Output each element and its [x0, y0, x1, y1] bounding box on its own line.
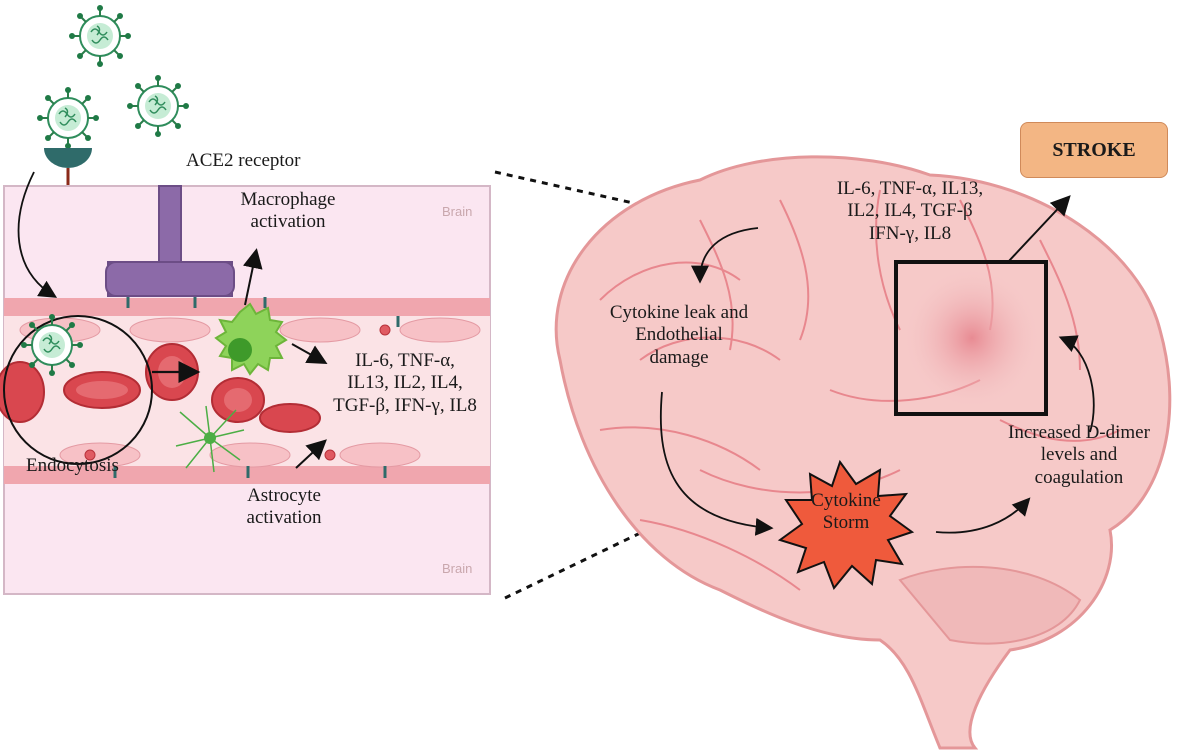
entry-arrow: [17, 171, 58, 298]
virus-icon: [126, 74, 190, 138]
brain-tag-bottom: Brain: [442, 561, 473, 576]
vessel-cytokines-label: IL-6, TNF-α,IL13, IL2, IL4,TGF-β, IFN-γ,…: [333, 350, 477, 416]
stroke-label: STROKE: [1052, 138, 1136, 161]
ace2-binding-cup: [44, 148, 92, 168]
cytokine-storm-burst: [777, 459, 915, 590]
stroke-arrow: [1007, 195, 1071, 263]
brain-illustration: [554, 155, 1172, 750]
virus-icon: [68, 4, 132, 68]
brain-tag-top: Brain: [442, 204, 473, 219]
leak-arrow: [691, 227, 759, 284]
stroke-region-box: [894, 260, 1048, 416]
cytokine-release-arrow: [291, 343, 328, 364]
endocytosis-label: Endocytosis: [26, 455, 119, 476]
astrocyte-arrow: [295, 439, 327, 469]
virus-icon: [36, 86, 100, 150]
storm-arrow: [659, 391, 774, 536]
macrophage-arrow: [242, 248, 263, 306]
coagulation-arrow: [935, 497, 1031, 534]
ace2-receptor-label: ACE2 receptor: [186, 150, 301, 171]
stroke-box: STROKE: [1020, 122, 1168, 178]
ddimer-arrow: [1058, 335, 1095, 433]
